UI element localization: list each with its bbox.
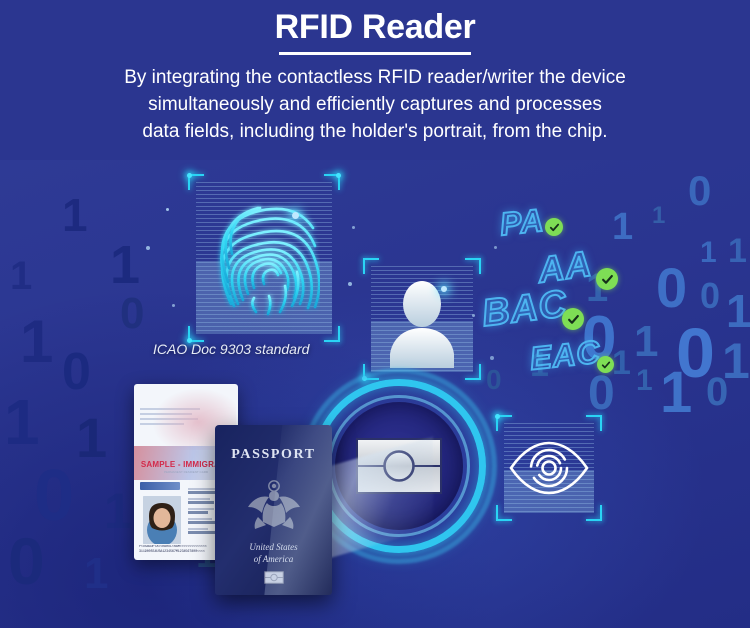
biometric-chip-symbol-icon — [263, 571, 284, 584]
binary-digit: 0 — [656, 256, 688, 319]
binary-digit: 1 — [722, 333, 750, 389]
binary-digit: 0 — [688, 167, 712, 214]
binary-digit: 1 — [110, 235, 141, 295]
frame-glow-dot — [187, 173, 192, 178]
id-card-mrz-lines: P<USAGUPTA<<RAHUL<RAM<<<<<<<<<<<<<< 3119… — [139, 545, 233, 555]
frame-corner-top-right — [465, 258, 481, 274]
sparkle-dot — [494, 246, 497, 249]
binary-digit: 1 — [612, 206, 634, 248]
fingerprint-scan-frame — [187, 173, 341, 343]
frame-corner-top-left — [496, 415, 512, 431]
sparkle-dot — [352, 226, 355, 229]
binary-digit: 1 — [660, 360, 693, 425]
passport-document: PASSPORT United States o — [215, 425, 332, 595]
fingerprint-icon — [220, 206, 320, 316]
sparkle-dot — [348, 282, 352, 286]
binary-digit: 1 — [20, 308, 54, 375]
title-underline — [279, 52, 471, 55]
sparkle-dot — [441, 286, 447, 292]
binary-digit: 1 — [10, 254, 33, 298]
binary-digit: 1 — [728, 232, 747, 270]
frame-corner-top-left — [363, 258, 379, 274]
frame-corner-top-right — [586, 415, 602, 431]
header-description: By integrating the contactless RFID read… — [55, 64, 695, 145]
protocol-label-eac: EAC — [527, 332, 603, 377]
binary-digit: 1 — [104, 483, 132, 539]
check-circle-icon — [545, 218, 563, 236]
description-line-2: simultaneously and efficiently captures … — [148, 94, 602, 115]
binary-digit: 1 — [652, 202, 666, 229]
binary-digit: 1 — [612, 344, 631, 382]
frame-corner-bottom-right — [324, 326, 340, 342]
binary-digit: 0 — [676, 314, 715, 392]
binary-digit: 1 — [726, 285, 750, 337]
frame-corner-bottom-left — [188, 326, 204, 342]
description-line-1: By integrating the contactless RFID read… — [124, 67, 626, 88]
icao-standard-caption: ICAO Doc 9303 standard — [153, 341, 310, 357]
passport-country-line-1: United States — [249, 542, 297, 552]
binary-digit: 1 — [636, 364, 653, 397]
description-line-3: data fields, including the holder's port… — [142, 121, 608, 142]
us-eagle-seal-icon — [247, 480, 300, 529]
portrait-scan-frame — [362, 258, 481, 381]
sparkle-dot — [472, 314, 475, 317]
frame-glow-dot — [336, 173, 341, 178]
frame-corner-bottom-right — [586, 505, 602, 521]
passport-country-line-2: of America — [253, 554, 294, 564]
passport-title: PASSPORT — [231, 447, 316, 462]
frame-corner-top-right — [324, 174, 340, 190]
sparkle-dot — [166, 208, 169, 211]
binary-digit: 0 — [120, 289, 145, 338]
id-card-data-fields — [188, 488, 234, 538]
binary-digit: 0 — [8, 524, 45, 598]
illustration-stage: 1 1 1 1 0 0 1 1 0 1 0 1 0 1 0 1 1 1 1 0 … — [0, 160, 750, 628]
binary-digit: 0 — [700, 275, 721, 316]
binary-digit: 0 — [706, 370, 729, 414]
id-card-sample-text: SAMPLE - IMMIGRANT — [140, 460, 232, 469]
header-section: RFID Reader By integrating the contactle… — [0, 0, 750, 160]
check-circle-icon — [596, 268, 618, 290]
protocol-label-pa: PA — [497, 201, 547, 243]
scan-lines-panel — [196, 182, 332, 334]
binary-digit: 0 — [62, 343, 91, 401]
frame-glow-dot — [187, 338, 192, 343]
rfid-chip-emblem-icon — [283, 368, 497, 572]
mrz-line-1: P<USAGUPTA<<RAHUL<RAM<<<<<<<<<<<<<< — [139, 545, 207, 549]
binary-digit: 0 — [34, 456, 75, 536]
binary-digit: 1 — [76, 406, 108, 469]
portrait-face-icon — [390, 281, 454, 368]
id-card-subtitle: PERMANENT RESIDENT CARD — [163, 470, 209, 474]
frame-corner-bottom-left — [496, 505, 512, 521]
binary-digit: 1 — [634, 317, 659, 366]
frame-corner-top-left — [188, 174, 204, 190]
check-circle-icon — [562, 308, 584, 330]
mrz-line-2: 311900554USA1234567M1234567800<<<< — [139, 550, 205, 554]
frame-corner-bottom-right — [465, 364, 481, 380]
sparkle-dot — [490, 356, 494, 360]
page-title: RFID Reader — [274, 8, 476, 46]
iris-scan-icon — [509, 441, 589, 495]
sparkle-dot — [172, 304, 175, 307]
id-card-color-band — [140, 482, 180, 490]
protocol-label-aa: AA — [534, 241, 595, 291]
sparkle-dot — [146, 246, 150, 250]
frame-glow-dot — [495, 414, 500, 419]
binary-digit: 1 — [700, 236, 717, 269]
binary-digit: 1 — [4, 386, 40, 458]
protocol-label-bac: BAC — [479, 282, 571, 336]
id-card-portrait-photo — [143, 496, 181, 544]
binary-digit: 1 — [62, 189, 88, 241]
sparkle-dot — [292, 212, 299, 219]
binary-digit: 1 — [84, 549, 109, 598]
iris-scan-frame — [495, 414, 602, 521]
passport-country: United States of America — [215, 541, 332, 565]
scan-lines-panel — [504, 423, 594, 513]
binary-digit: 0 — [588, 367, 615, 420]
check-circle-icon — [597, 356, 614, 373]
